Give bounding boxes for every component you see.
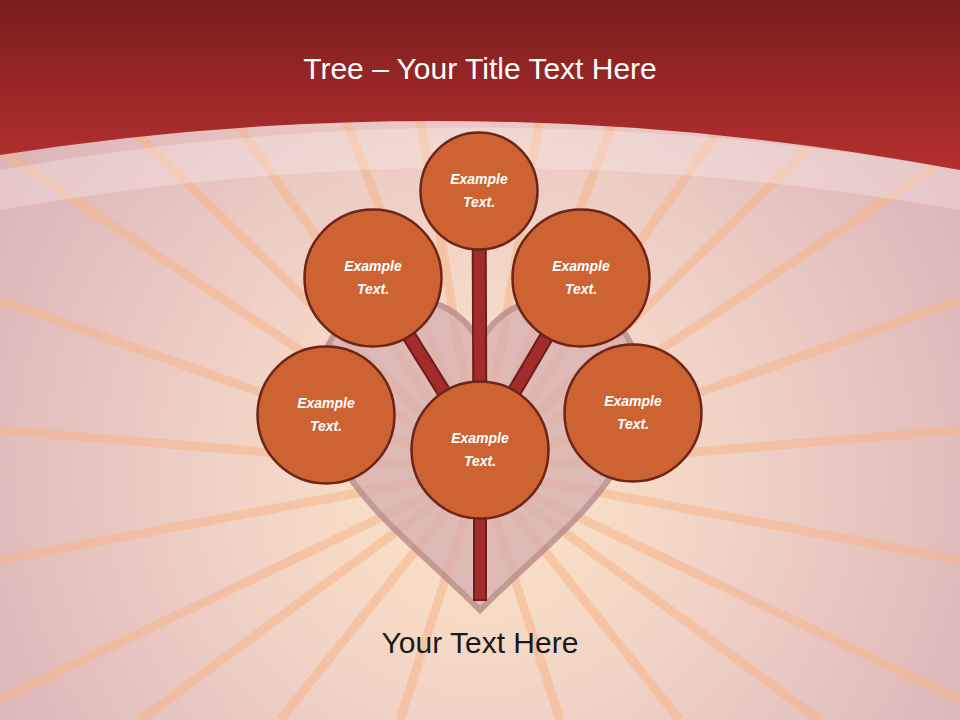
node-text: Example Text. xyxy=(591,390,675,436)
node-text: Example Text. xyxy=(331,255,415,301)
tree-circle: Example Text. xyxy=(419,131,539,251)
circle-text-holder: Example Text. xyxy=(256,345,396,485)
tree-circle: Example Text. xyxy=(563,343,703,483)
tree-circle: Example Text. xyxy=(410,380,550,520)
slide-caption: Your Text Here xyxy=(0,626,960,660)
tree-branch xyxy=(474,249,486,382)
tree-circle: Example Text. xyxy=(303,208,443,348)
circle-outline xyxy=(303,208,443,348)
circle-outline xyxy=(511,208,651,348)
node-text: Example Text. xyxy=(437,168,521,214)
circle-text-holder: Example Text. xyxy=(563,343,703,483)
tree-circle: Example Text. xyxy=(256,345,396,485)
node-text: Example Text. xyxy=(539,255,623,301)
circle-text-holder: Example Text. xyxy=(410,380,550,520)
node-text: Example Text. xyxy=(284,392,368,438)
branch-outline xyxy=(472,249,488,382)
tree-branch xyxy=(514,337,546,392)
circle-text-holder: Example Text. xyxy=(419,131,539,251)
tree-branch xyxy=(409,336,444,393)
circle-outline xyxy=(256,345,396,485)
circle-outline xyxy=(419,131,539,251)
node-text: Example Text. xyxy=(438,427,522,473)
slide-title: Tree – Your Title Text Here xyxy=(0,52,960,86)
branch-outline xyxy=(409,336,444,393)
circle-text-holder: Example Text. xyxy=(511,208,651,348)
branch-outline xyxy=(514,337,546,392)
circle-outline xyxy=(410,380,550,520)
circle-text-holder: Example Text. xyxy=(303,208,443,348)
circle-outline xyxy=(563,343,703,483)
tree-circle: Example Text. xyxy=(511,208,651,348)
